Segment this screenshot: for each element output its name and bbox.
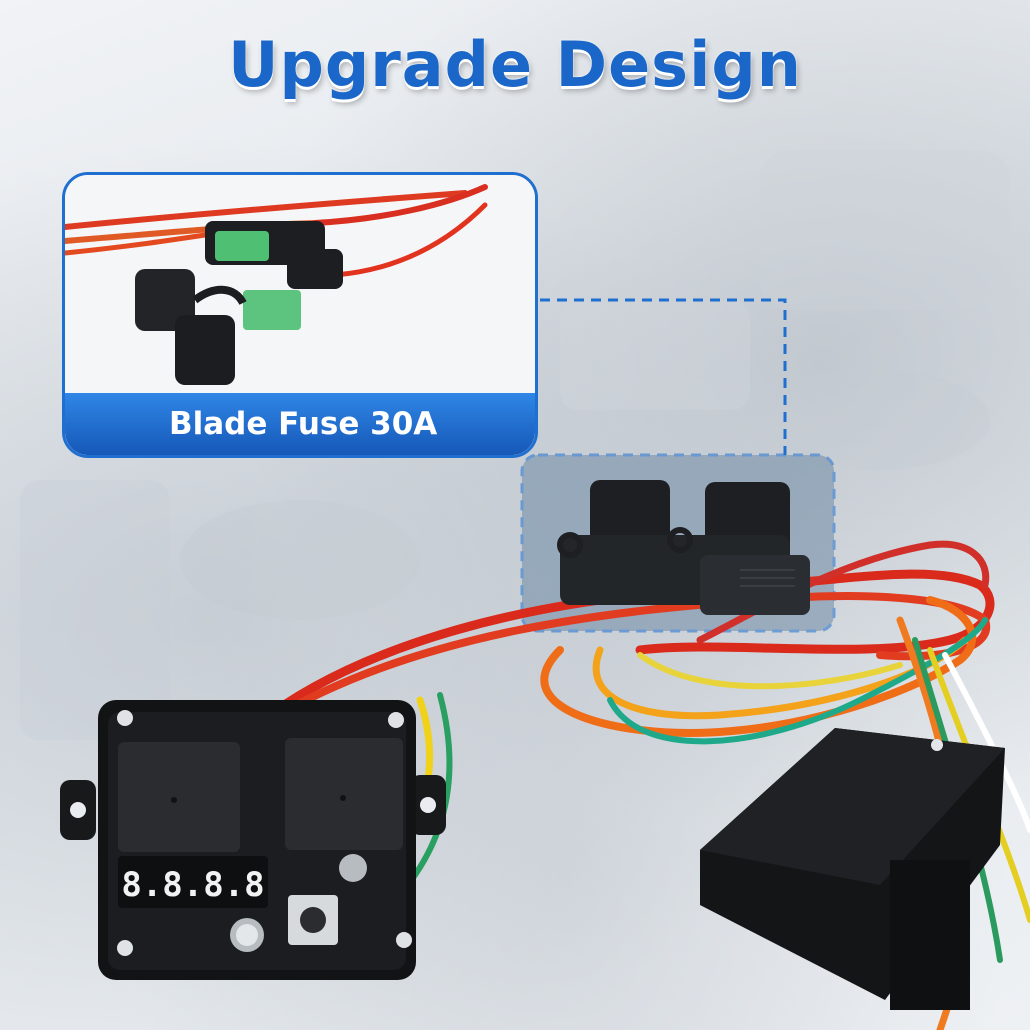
blade-fuse-label: Blade Fuse 30A <box>65 393 535 455</box>
relay-controller-box: 8.8.8.8 <box>60 700 446 980</box>
led-display <box>118 856 268 908</box>
led-display-digits: 8.8.8.8 <box>121 865 264 905</box>
harness-connector <box>700 728 1005 1010</box>
inline-fuse-holders <box>557 480 810 615</box>
fuse-cap-2 <box>175 315 235 385</box>
blade-fuse-green-2 <box>243 290 301 330</box>
fuse-cap-1 <box>135 269 195 331</box>
callout-leader-line <box>540 298 787 455</box>
relay-2 <box>285 738 403 850</box>
relay-1 <box>118 742 240 852</box>
capacitor-small <box>339 854 367 882</box>
engine-background-shapes <box>20 150 1010 740</box>
blade-fuse-green-1 <box>215 231 269 261</box>
blade-fuse-callout: Blade Fuse 30A <box>62 172 538 458</box>
page-title: Upgrade Design <box>228 28 802 101</box>
